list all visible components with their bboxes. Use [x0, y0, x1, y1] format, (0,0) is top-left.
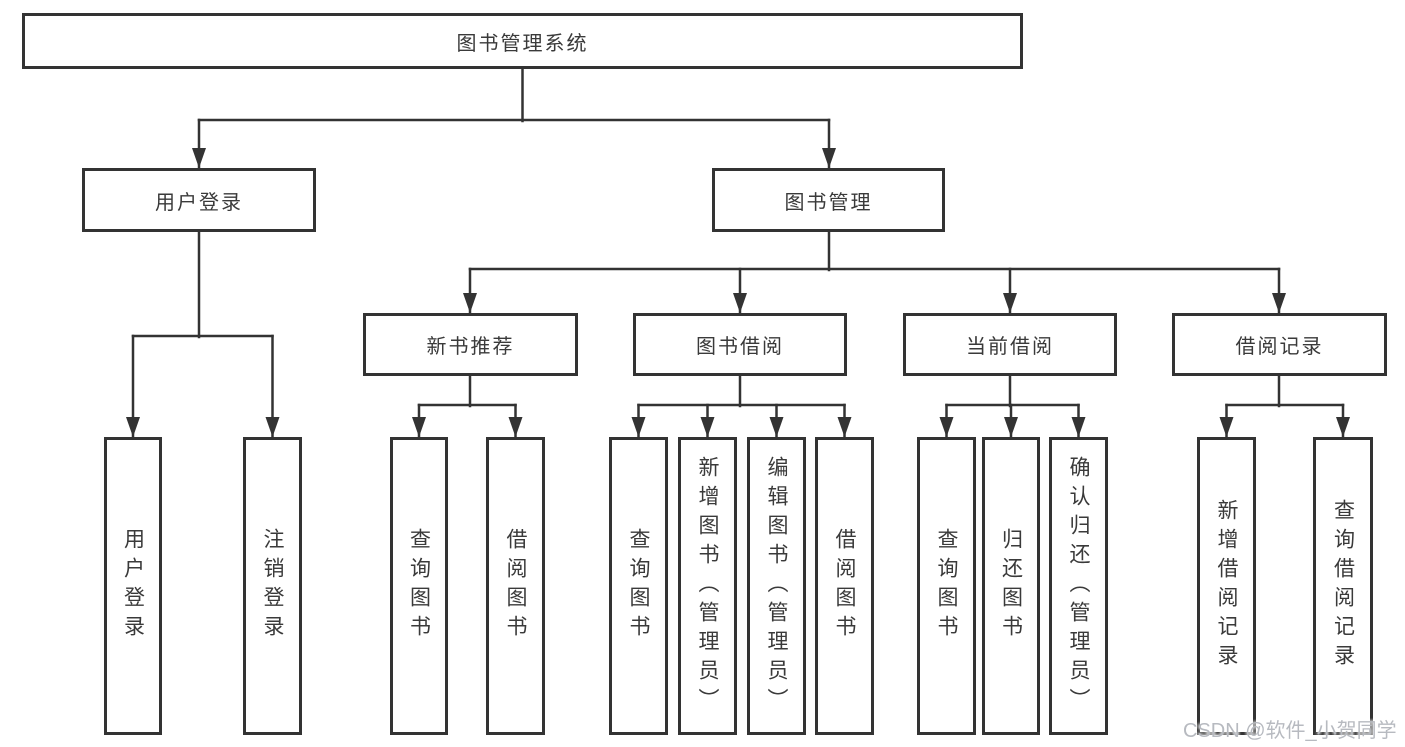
node-label: 新增图书（管理员）	[696, 455, 719, 717]
node-label: 用户登录	[155, 191, 243, 214]
node-leaf-user-login: 用户登录	[104, 437, 162, 735]
node-label: 借阅图书	[504, 528, 527, 644]
node-leaf-query-books-current: 查询图书	[917, 437, 976, 735]
node-leaf-add-borrow-record: 新增借阅记录	[1197, 437, 1256, 735]
node-label: 用户登录	[121, 528, 145, 644]
node-current-borrowing: 当前借阅	[903, 313, 1117, 376]
node-leaf-query-books-newbook: 查询图书	[390, 437, 448, 735]
csdn-watermark: CSDN @软件_小贺同学	[1183, 720, 1397, 742]
connector-current-borrowing-children	[939, 373, 1086, 438]
node-label: 查询图书	[935, 528, 958, 644]
node-label: 借阅图书	[833, 528, 856, 644]
node-leaf-add-books-admin: 新增图书（管理员）	[678, 437, 737, 735]
node-leaf-borrow-books-borrow: 借阅图书	[815, 437, 874, 735]
node-borrowing-records: 借阅记录	[1172, 313, 1387, 376]
connector-root-to-level2	[192, 65, 836, 169]
connector-book-borrowing-children	[631, 373, 852, 438]
connector-new-book-children	[412, 373, 523, 438]
node-library-management-system: 图书管理系统	[22, 13, 1023, 69]
node-label: 查询图书	[627, 528, 650, 644]
node-label: 图书借阅	[696, 336, 784, 358]
node-label: 借阅记录	[1235, 336, 1324, 358]
node-label: 图书管理	[784, 191, 873, 214]
node-label: 当前借阅	[966, 336, 1054, 358]
node-label: 查询图书	[407, 528, 431, 644]
node-leaf-query-books-borrow: 查询图书	[609, 437, 668, 735]
node-leaf-query-borrow-record: 查询借阅记录	[1313, 437, 1373, 735]
connector-book-management-children	[463, 229, 1286, 314]
node-leaf-logout: 注销登录	[243, 437, 302, 735]
node-new-book-recommend: 新书推荐	[363, 313, 578, 376]
connector-user-login-children	[126, 229, 280, 438]
node-leaf-confirm-return-admin: 确认归还（管理员）	[1049, 437, 1108, 735]
node-label: 新书推荐	[426, 336, 515, 358]
node-leaf-return-books: 归还图书	[982, 437, 1040, 735]
node-label: 注销登录	[261, 528, 284, 644]
node-book-management: 图书管理	[712, 168, 945, 232]
node-label: 图书管理系统	[456, 32, 589, 55]
node-label: 新增借阅记录	[1215, 499, 1238, 673]
node-leaf-borrow-books-newbook: 借阅图书	[486, 437, 545, 735]
node-label: 查询借阅记录	[1331, 499, 1355, 673]
node-label: 编辑图书（管理员）	[765, 455, 788, 717]
node-leaf-edit-books-admin: 编辑图书（管理员）	[747, 437, 806, 735]
connector-borrowing-records-children	[1219, 373, 1350, 438]
node-label: 确认归还（管理员）	[1067, 455, 1090, 717]
node-user-login: 用户登录	[82, 168, 316, 232]
node-book-borrowing: 图书借阅	[633, 313, 847, 376]
node-label: 归还图书	[999, 528, 1023, 644]
